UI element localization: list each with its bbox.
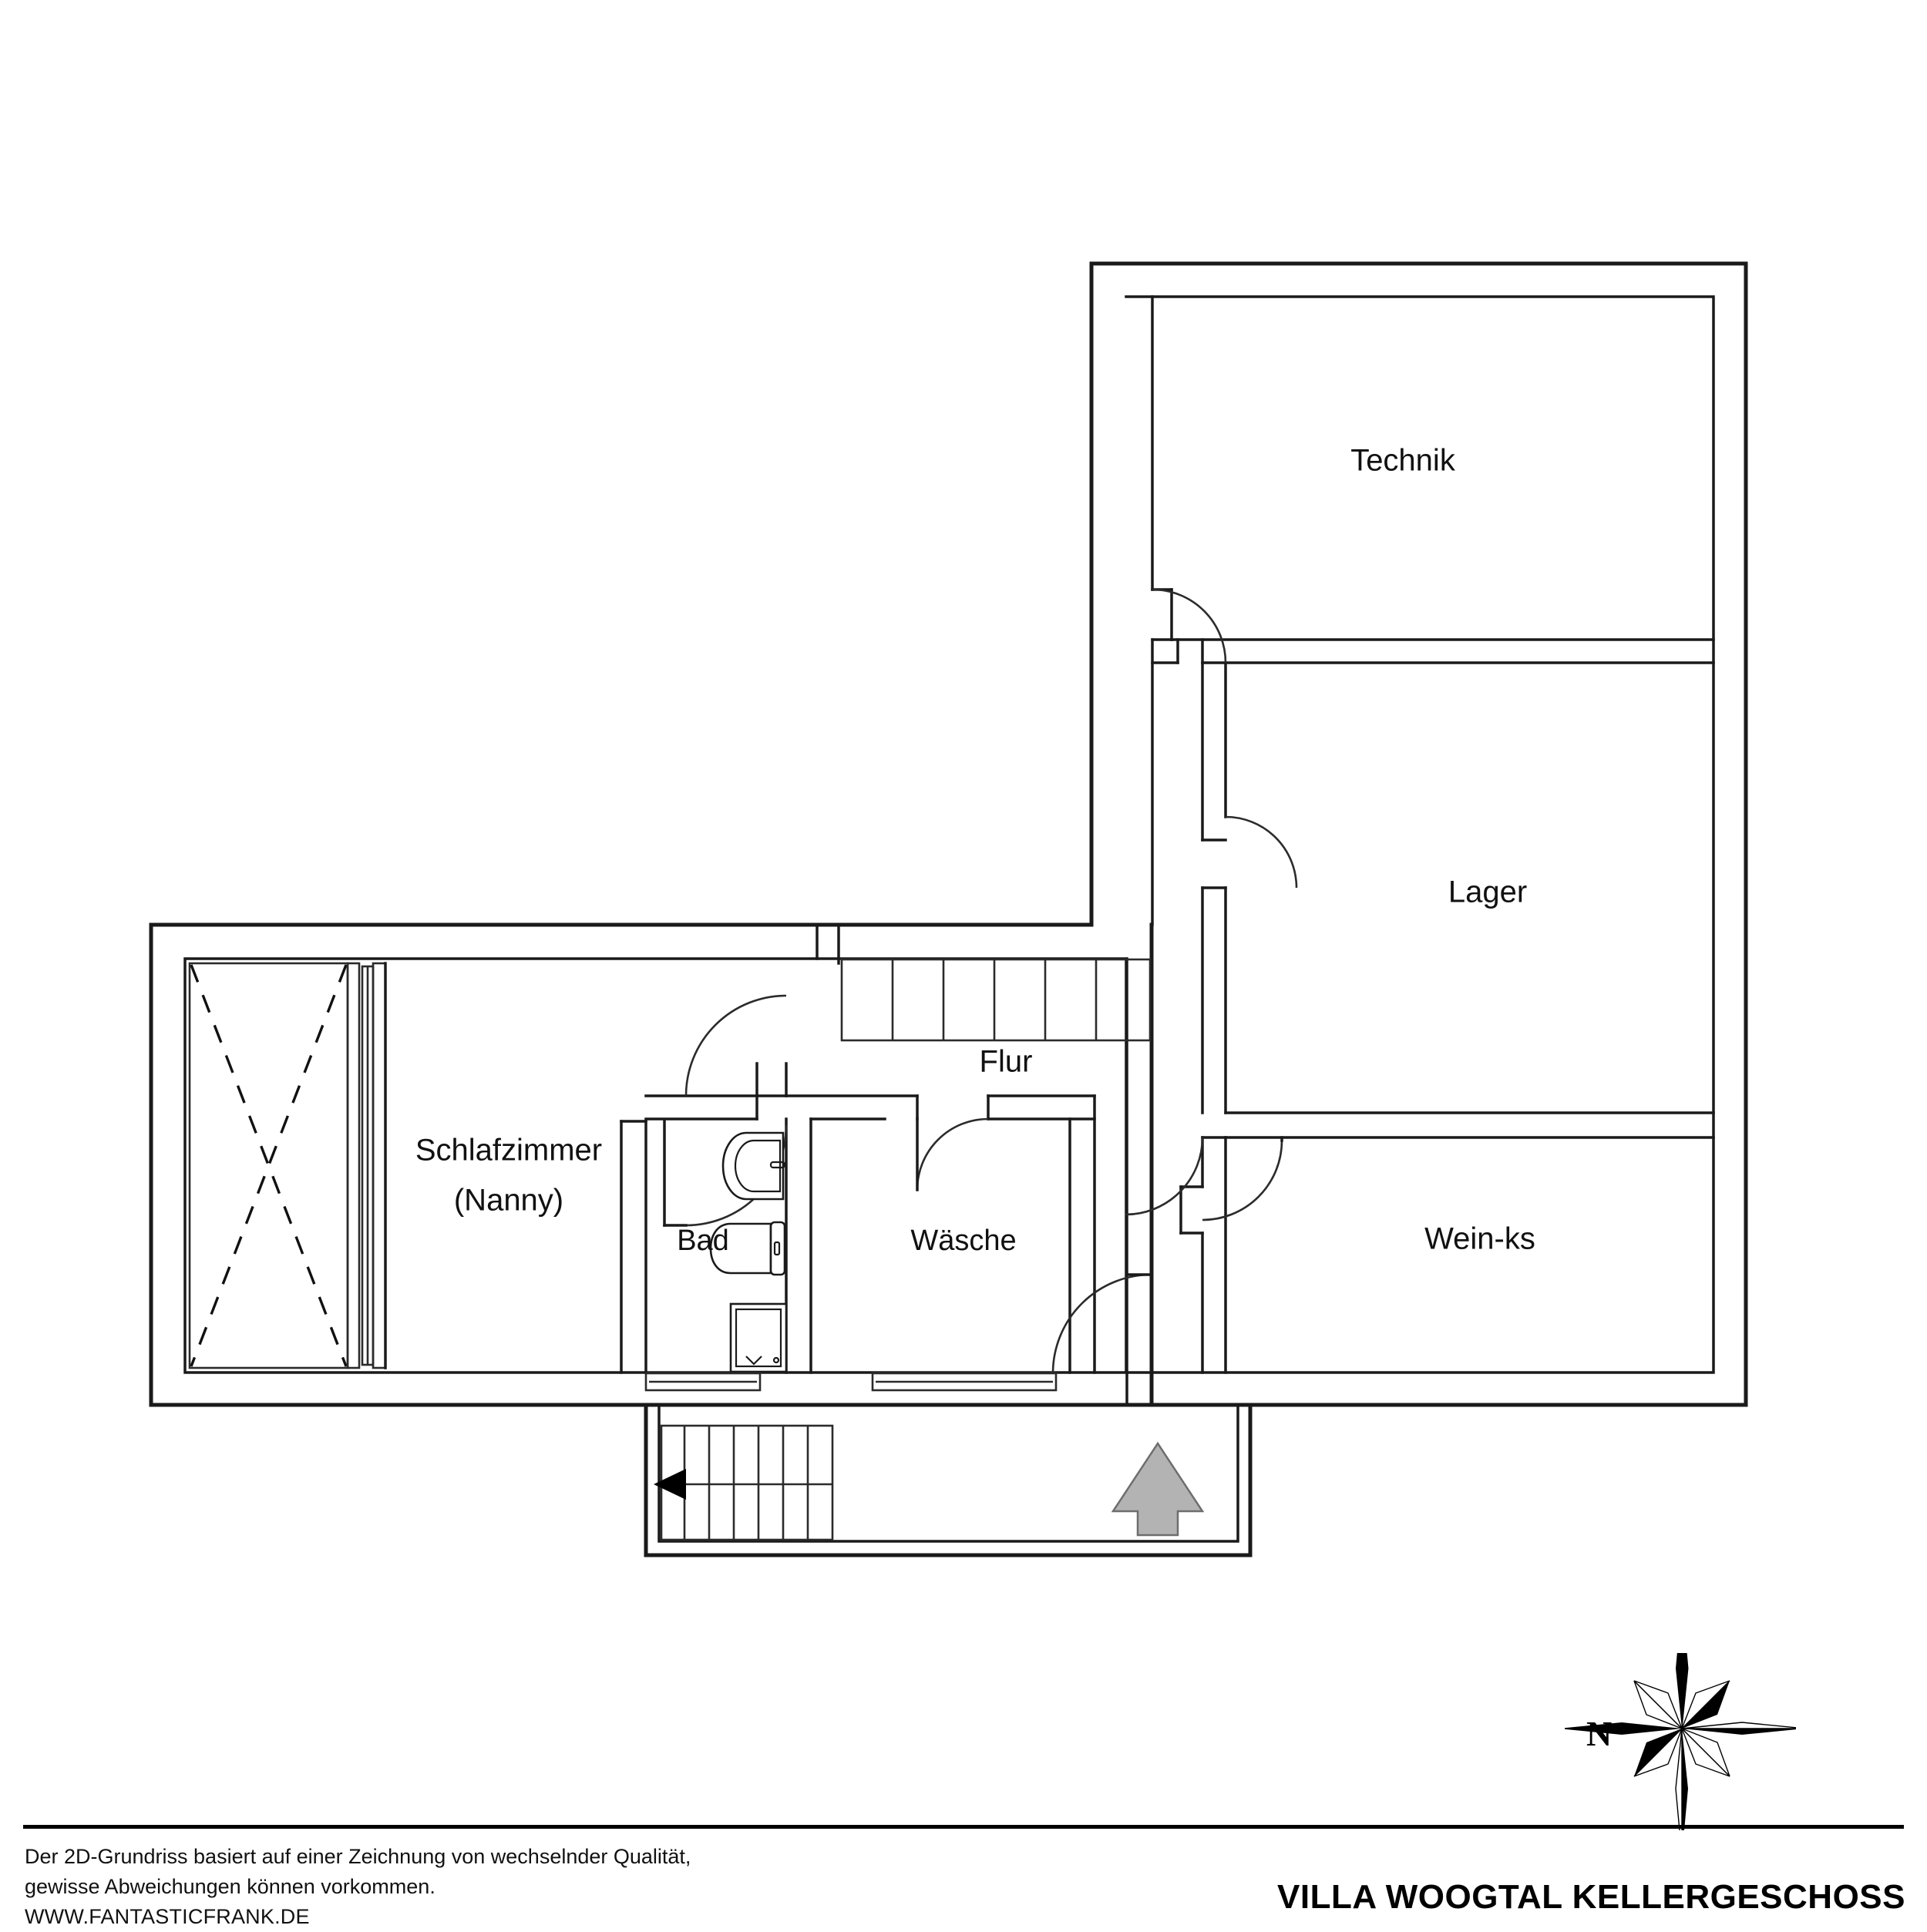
compass-rose-icon [1565,1653,1796,1830]
unheated-void-area [188,962,349,1369]
plan-title: VILLA WOOGTAL KELLERGESCHOSS [1277,1878,1905,1916]
door-lager[interactable] [1225,815,1298,889]
stair-direction-marker [654,1469,686,1500]
disclaimer-text: Der 2D-Grundriss basiert auf einer Zeich… [25,1842,988,1932]
room-label-waesche: Wäsche [910,1225,1016,1257]
building-inner-wall-face [183,295,1715,1374]
compass-north-label: N [1586,1714,1613,1753]
website-url: WWW.FANTASTICFRANK.DE [25,1905,310,1928]
disclaimer-line-2: gewisse Abweichungen können vorkommen. [25,1875,436,1898]
entry-vestibule [644,1403,1253,1557]
interior-walls-right-wing [1151,295,1715,1374]
door-schlafzimmer[interactable] [684,994,787,1097]
room-label-lager: Lager [1448,875,1527,909]
interior-walls-left-wing [384,922,1154,1407]
door-entry[interactable] [1051,1273,1153,1374]
compass-rose: N [1565,1653,1796,1830]
room-label-flur: Flur [980,1045,1033,1079]
footer-divider [23,1825,1904,1829]
room-label-bad: Bad [677,1225,729,1257]
sliding-glass-door[interactable] [346,962,387,1369]
staircase-upper [840,958,1152,1042]
window-waesche [871,1372,1058,1392]
entry-direction-arrow [1111,1441,1205,1537]
room-label-wein-ks: Wein-ks [1424,1222,1535,1256]
door-technik[interactable] [1152,588,1227,664]
staircase-lower [660,1424,834,1541]
toilet-fixture [709,1221,786,1276]
footer: Der 2D-Grundriss basiert auf einer Zeich… [0,1834,1927,1928]
door-waesche[interactable] [916,1117,989,1191]
disclaimer-line-1: Der 2D-Grundriss basiert auf einer Zeich… [25,1845,691,1868]
shower-fixture [729,1302,788,1373]
room-label-technik: Technik [1350,444,1456,478]
door-wein-ks[interactable] [1125,1136,1283,1221]
room-label-schlafzimmer-sub: (Nanny) [454,1184,563,1218]
room-label-schlafzimmer: Schlafzimmer [415,1134,602,1168]
sink-fixture [721,1131,786,1201]
window-bad [644,1372,762,1392]
